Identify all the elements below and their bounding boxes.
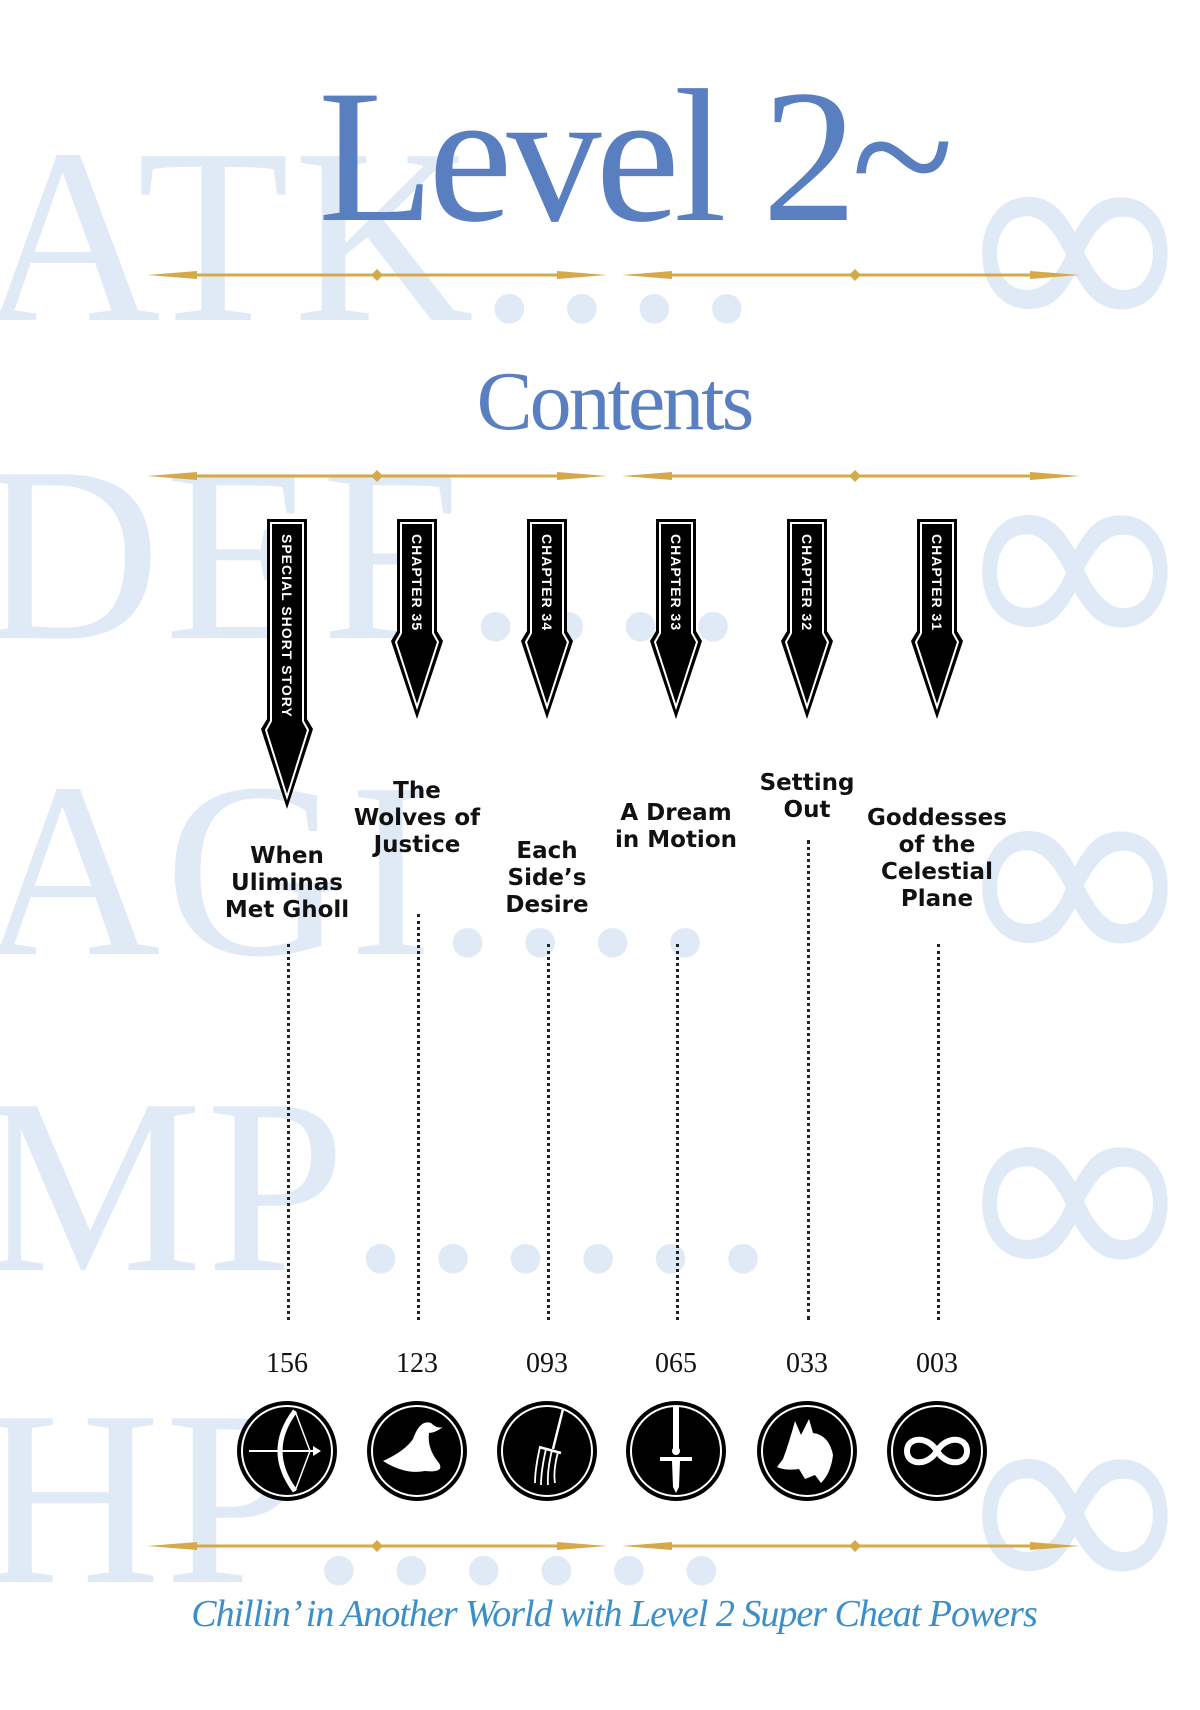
page-number: 093 [526, 1348, 568, 1379]
banner-arrow-icon [650, 519, 702, 719]
banner-arrow-icon [911, 519, 963, 719]
watermark-infinity: ∞ [950, 65, 1200, 414]
watermark-row-def: DEF.... [0, 430, 754, 680]
title-line: Justice [373, 832, 461, 858]
entry-title: Setting Out [722, 770, 892, 824]
dotted-leader [287, 944, 290, 1320]
title-line: in Motion [614, 827, 737, 853]
title-line: Each [516, 838, 578, 864]
toc-entry[interactable]: CHAPTER 33 A Dream in Motion 065 [591, 0, 761, 1710]
dotted-leader [547, 944, 550, 1320]
banner-arrow-icon [781, 519, 833, 719]
banner-label: SPECIAL SHORT STORY [279, 534, 295, 718]
dotted-leader [807, 840, 810, 1320]
banner-arrow-icon [391, 519, 443, 719]
title-line: Met Gholl [224, 897, 350, 923]
title-line: Desire [505, 892, 589, 918]
gold-divider [147, 269, 1080, 281]
watermark-row-agi: AGI.... [0, 746, 726, 996]
watermark-dots: .... [478, 98, 769, 375]
page-number: 123 [396, 1348, 438, 1379]
page-title: Level 2~ [318, 52, 954, 262]
watermark-label: AGI [0, 732, 437, 1009]
page-number: 156 [266, 1348, 308, 1379]
title-line: A Dream [620, 800, 732, 826]
gold-divider [147, 1540, 1080, 1552]
title-line: Side’s [507, 865, 587, 891]
watermark-label: DEF [0, 416, 465, 693]
wolf-head-icon [757, 1401, 857, 1501]
entry-title: A Dream in Motion [591, 800, 761, 854]
watermark-infinity: ∞ [950, 1015, 1200, 1364]
banner-label: CHAPTER 35 [409, 534, 425, 632]
sword-icon [626, 1401, 726, 1501]
watermark-infinity: ∞ [950, 383, 1200, 732]
toc-entry[interactable]: CHAPTER 32 Setting Out 033 [722, 0, 892, 1710]
watermark-label: ATK [0, 98, 479, 375]
watermark-dots: .... [436, 732, 727, 1009]
toc-entry[interactable]: CHAPTER 35 The Wolves of Justice 123 [332, 0, 502, 1710]
title-line: Wolves of [353, 805, 481, 831]
title-line: Celestial [881, 859, 993, 885]
pitchfork-icon [497, 1401, 597, 1501]
entry-title: Goddesses of the Celestial Plane [852, 805, 1022, 913]
entry-title: The Wolves of Justice [332, 778, 502, 859]
witch-hat-icon [367, 1401, 467, 1501]
toc-entry[interactable]: CHAPTER 31 Goddesses of the Celestial Pl… [852, 0, 1022, 1710]
title-line: Setting [759, 770, 855, 796]
page-number: 065 [655, 1348, 697, 1379]
banner-arrow-icon [521, 519, 573, 719]
infinity-icon [887, 1401, 987, 1501]
entry-title: Each Side’s Desire [462, 838, 632, 919]
dotted-leader [676, 944, 679, 1320]
watermark-infinity: ∞ [950, 699, 1200, 1048]
title-line: When [250, 843, 324, 869]
entry-title: When Uliminas Met Gholl [202, 843, 372, 924]
title-line: of the [898, 832, 976, 858]
watermark-infinity: ∞ [950, 1327, 1200, 1676]
dotted-leader [417, 914, 420, 1320]
series-title-footer: Chillin’ in Another World with Level 2 S… [191, 1593, 1038, 1635]
dotted-leader [937, 944, 940, 1320]
page-number: 003 [916, 1348, 958, 1379]
watermark-dots: ...... [349, 1048, 785, 1325]
title-line: Uliminas [231, 870, 343, 896]
banner-label: CHAPTER 34 [539, 534, 555, 632]
title-line: The [393, 778, 441, 804]
contents-heading: Contents [476, 355, 755, 448]
watermark-row-atk: ATK.... [0, 112, 768, 362]
toc-entry[interactable]: SPECIAL SHORT STORY When Uliminas Met Gh… [202, 0, 372, 1710]
toc-entry[interactable]: CHAPTER 34 Each Side’s Desire 093 [462, 0, 632, 1710]
bow-and-arrow-icon [237, 1401, 337, 1501]
banner-label: CHAPTER 31 [929, 534, 945, 632]
title-line: Goddesses [867, 805, 1007, 831]
page-number: 033 [786, 1348, 828, 1379]
gold-divider [147, 470, 1080, 482]
title-line: Plane [900, 886, 974, 912]
banner-arrow-icon [261, 519, 313, 809]
banner-label: CHAPTER 33 [668, 534, 684, 632]
banner-label: CHAPTER 32 [799, 534, 815, 632]
title-line: Out [783, 797, 831, 823]
